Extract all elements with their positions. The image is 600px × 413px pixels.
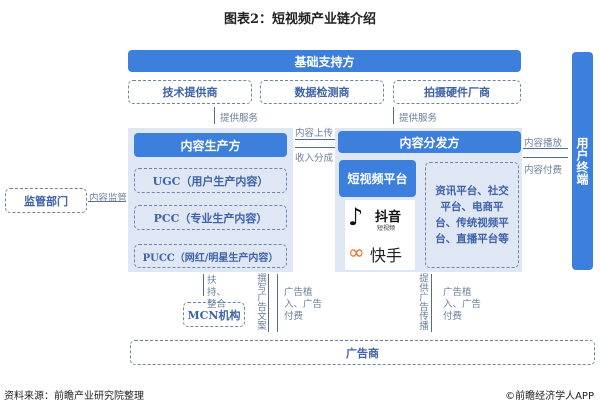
write-ad-label: 撰写广告文案 [255,273,266,330]
producer-header: 内容生产方 [134,133,287,157]
douyin-sub: 短视频 [377,225,396,232]
arrow-line [268,274,269,332]
kuaishou-logo: 快手 [370,246,403,265]
douyin-logo: 抖音 [375,210,402,225]
provide-service-label: 提供服务 [399,113,438,124]
arrow-line [393,107,394,124]
provide-service-label: 提供服务 [220,113,259,124]
ugc-box: UGC（用户生产内容） [134,168,287,193]
douyin-icon: ♪ [348,203,364,231]
arrow-line [88,201,126,202]
mcn-box: MCN机构 [183,302,245,327]
regulation-label: 内容监管 [89,193,128,204]
user-terminal-label: 用户终端 [575,137,589,185]
provide-ad-label: 提供广告传播 [417,273,428,330]
pcc-box: PCC（专业生产内容） [134,205,287,230]
basic-support-header: 基础支持方 [128,50,521,72]
arrow-line [295,147,335,148]
user-terminal: 用户终端 [572,52,593,270]
ad-pay-label-right: 广告植入、广告付费 [443,287,482,322]
platform-logos: ♪ 抖音 短视频 ∞ 快手 [345,200,415,270]
advertiser-box: 广告商 [130,340,595,365]
data-monitor-box: 数据检测商 [260,80,384,104]
arrow-line [431,274,432,332]
distributor-header: 内容分发方 [338,131,521,153]
other-platforms-box: 资讯平台、社交平台、电商平台、传统视频平台、直播平台等 [425,162,519,268]
other-platforms-text: 资讯平台、社交平台、电商平台、传统视频平台、直播平台等 [435,185,509,245]
regulator-box: 监管部门 [5,188,87,213]
arrow-line [295,139,335,140]
hardware-vendor-box: 拍摄硬件厂商 [393,80,521,104]
arrow-line [277,274,278,332]
short-video-platform: 短视频平台 [339,160,416,197]
pay-label: 内容付费 [524,165,563,176]
tech-provider-box: 技术提供商 [128,80,252,104]
arrow-line [214,107,215,124]
arrow-line [523,148,568,149]
ad-pay-label: 广告植入、广告付费 [284,287,323,322]
arrow-line [523,157,568,158]
upload-label: 内容上传 [295,128,334,139]
brand-note: ©前瞻经济学人APP [505,391,594,402]
pucc-box: PUCC（网红/明星生产内容） [134,244,287,268]
source-note: 资料来源：前瞻产业研究院整理 [4,391,144,402]
mcn-support-label: 扶持、整合 [207,275,227,310]
play-label: 内容播放 [524,138,563,149]
arrow-line [203,274,204,296]
kuaishou-icon: ∞ [348,240,365,264]
revenue-share-label: 收入分成 [295,153,334,164]
chart-title: 图表2：短视频产业链介绍 [223,12,377,27]
